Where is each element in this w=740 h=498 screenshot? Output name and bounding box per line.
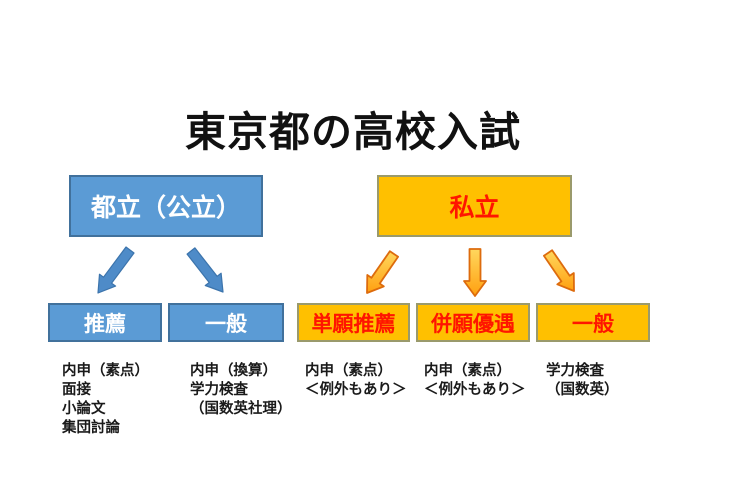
detail-line: 内申（換算） bbox=[190, 363, 277, 379]
details-private-ippan: 学力検査 （国数英） bbox=[546, 362, 619, 400]
arrow-down-orange-icon bbox=[463, 248, 487, 297]
detail-line: 内申（素点） bbox=[62, 363, 149, 379]
detail-line: ＜例外もあり＞ bbox=[424, 382, 526, 398]
node-public-suisen-label: 推薦 bbox=[84, 312, 126, 336]
node-public-ippan: 一般 bbox=[168, 303, 284, 342]
detail-line: （国数英） bbox=[546, 382, 619, 398]
detail-line: 面接 bbox=[62, 382, 91, 398]
details-public-suisen: 内申（素点） 面接 小論文 集団討論 bbox=[62, 362, 149, 438]
detail-line: 学力検査 bbox=[190, 382, 248, 398]
detail-line: 小論文 bbox=[62, 401, 106, 417]
detail-line: ＜例外もあり＞ bbox=[305, 382, 407, 398]
detail-line: （国数英社理） bbox=[190, 401, 292, 417]
detail-line: 学力検査 bbox=[546, 363, 604, 379]
details-public-ippan: 内申（換算） 学力検査 （国数英社理） bbox=[190, 362, 292, 419]
details-private-tangan: 内申（素点） ＜例外もあり＞ bbox=[305, 362, 407, 400]
detail-line: 内申（素点） bbox=[305, 363, 392, 379]
arrow-down-right-blue-icon bbox=[186, 247, 224, 293]
arrow-down-left-blue-icon bbox=[97, 246, 135, 294]
node-public: 都立（公立） bbox=[69, 175, 263, 237]
page-title: 東京都の高校入試 bbox=[185, 109, 521, 155]
detail-line: 集団討論 bbox=[62, 420, 120, 436]
node-public-suisen: 推薦 bbox=[48, 303, 162, 342]
node-public-ippan-label: 一般 bbox=[205, 312, 247, 336]
node-private-label: 私立 bbox=[449, 194, 500, 222]
node-private-ippan-label: 一般 bbox=[572, 312, 614, 336]
node-private: 私立 bbox=[377, 175, 572, 237]
arrow-down-left-orange-icon bbox=[366, 250, 400, 294]
node-public-label: 都立（公立） bbox=[90, 194, 241, 222]
node-private-tangan-suisen: 単願推薦 bbox=[297, 303, 410, 342]
arrow-down-right-orange-icon bbox=[543, 249, 575, 292]
node-private-heigan-yugu-label: 併願優遇 bbox=[431, 312, 515, 336]
details-private-heigan: 内申（素点） ＜例外もあり＞ bbox=[424, 362, 526, 400]
detail-line: 内申（素点） bbox=[424, 363, 511, 379]
node-private-ippan: 一般 bbox=[536, 303, 650, 342]
node-private-heigan-yugu: 併願優遇 bbox=[416, 303, 530, 342]
node-private-tangan-suisen-label: 単願推薦 bbox=[311, 312, 396, 336]
